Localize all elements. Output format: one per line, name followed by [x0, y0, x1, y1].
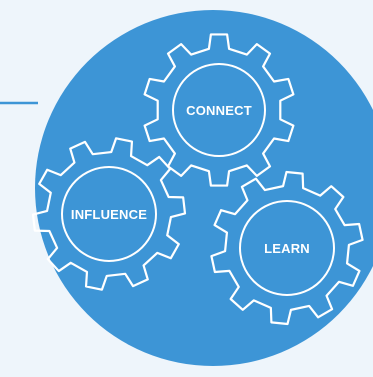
gear-learn-inner-ring — [239, 200, 335, 296]
gear-influence: INFLUENCE — [31, 137, 187, 291]
gear-connect-inner-ring — [172, 63, 266, 157]
gear-learn-outline — [210, 170, 364, 326]
gear-connect-outline — [143, 33, 295, 187]
gear-connect-label: CONNECT — [186, 103, 252, 118]
gear-influence-inner-ring — [61, 166, 157, 262]
gear-influence-label: INFLUENCE — [71, 207, 147, 222]
gear-connect: CONNECT — [143, 33, 295, 187]
gear-learn: LEARN — [210, 170, 364, 326]
background-circle — [35, 10, 373, 366]
gear-learn-label: LEARN — [264, 241, 310, 256]
gear-influence-outline — [31, 137, 187, 291]
